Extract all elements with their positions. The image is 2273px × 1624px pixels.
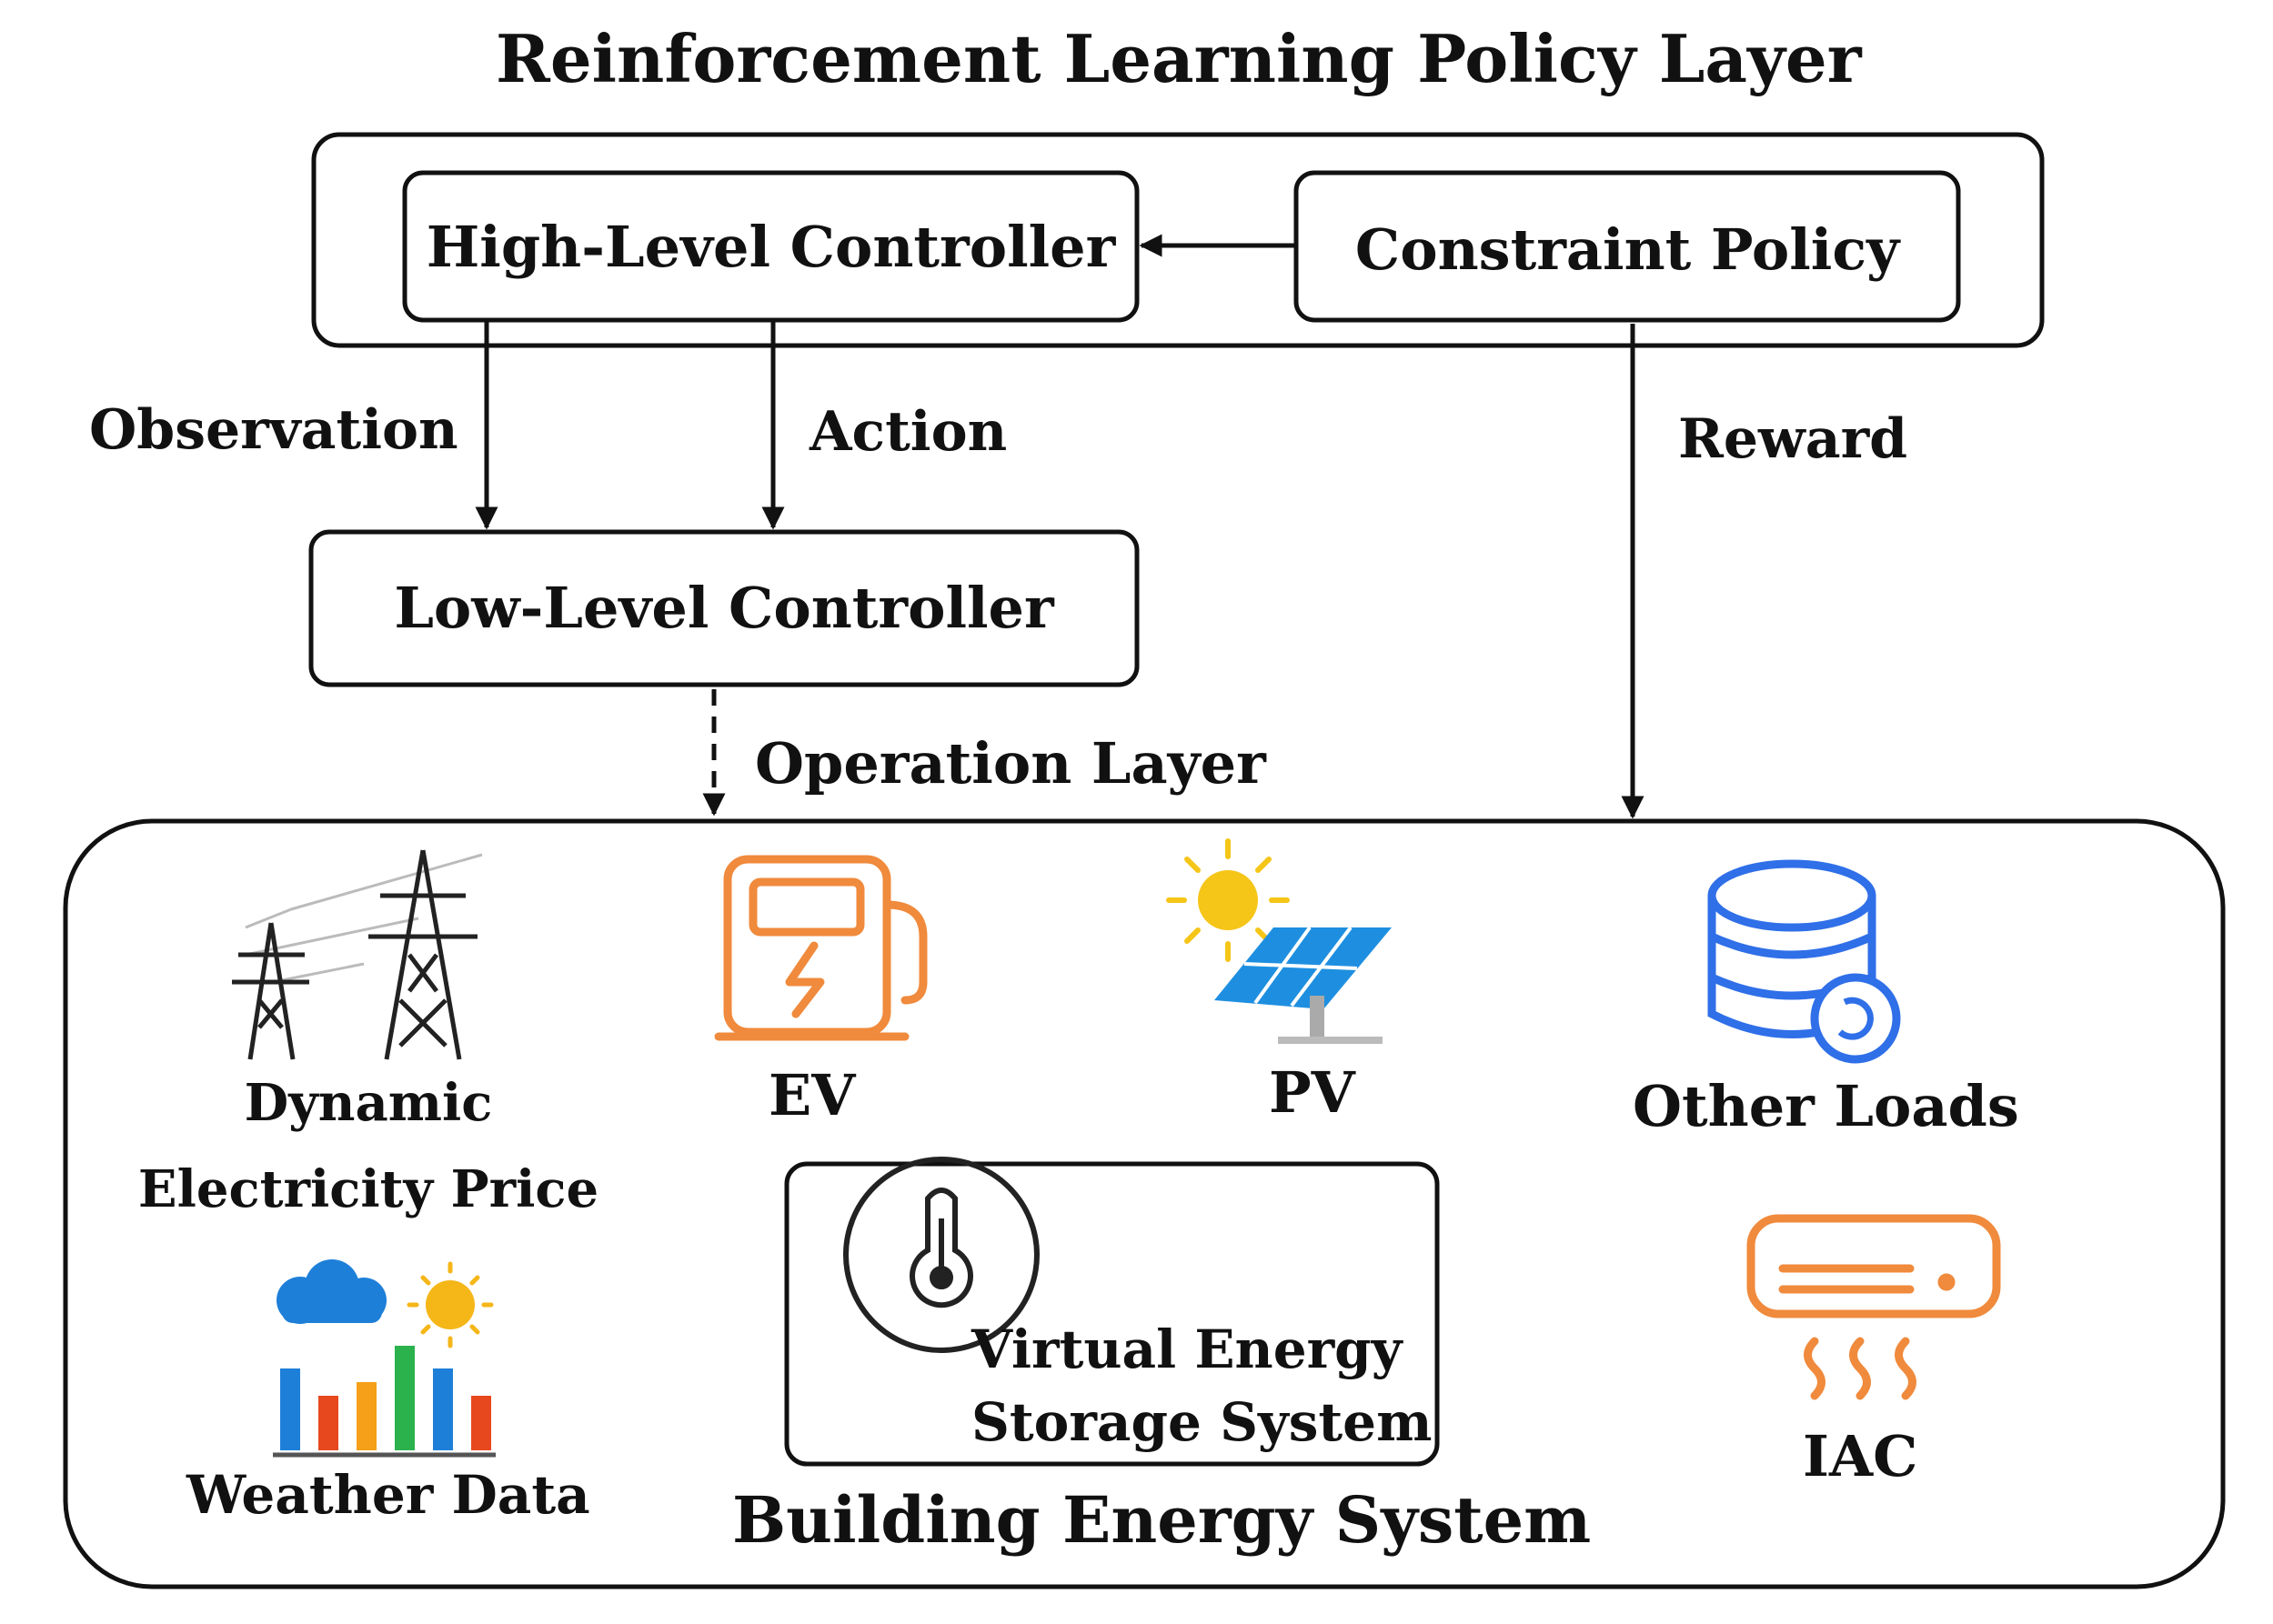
building-energy-system-label: Building Energy System (732, 1482, 1592, 1558)
pv-label: PV (1269, 1059, 1355, 1126)
transmission-tower-icon (232, 849, 483, 1060)
constraint-policy-label: Constraint Policy (1354, 216, 1900, 283)
vess-label-line1: Virtual Energy (971, 1318, 1403, 1380)
weather-data-label: Weather Data (186, 1464, 590, 1526)
high-level-controller-label: High-Level Controller (426, 214, 1116, 280)
vess-box (784, 1161, 1440, 1467)
low-level-controller-box (308, 529, 1140, 687)
weather-chart-icon (273, 1259, 496, 1458)
price-label-line2: Electricity Price (137, 1159, 599, 1219)
ev-charger-icon (714, 855, 928, 1041)
policy-layer-box (311, 132, 2045, 348)
observation-label: Observation (89, 398, 458, 462)
other-loads-label: Other Loads (1633, 1073, 2019, 1139)
operation-layer-label: Operation Layer (755, 730, 1266, 797)
iac-label: IAC (1803, 1423, 1918, 1489)
vess-label-line2: Storage System (971, 1391, 1433, 1453)
solar-panel-icon (1166, 838, 1392, 1044)
price-label-line1: Dynamic (244, 1073, 493, 1133)
low-level-controller-label: Low-Level Controller (394, 575, 1054, 641)
database-icon (1707, 859, 1901, 1064)
building-energy-system-box (63, 818, 2226, 1589)
ev-label: EV (769, 1062, 856, 1128)
air-conditioner-icon (1746, 1214, 2001, 1400)
thermometer-icon (843, 1157, 1040, 1353)
action-label: Action (810, 400, 1008, 464)
diagram-title: Reinforcement Learning Policy Layer (496, 20, 1862, 97)
reward-label: Reward (1678, 407, 1908, 471)
